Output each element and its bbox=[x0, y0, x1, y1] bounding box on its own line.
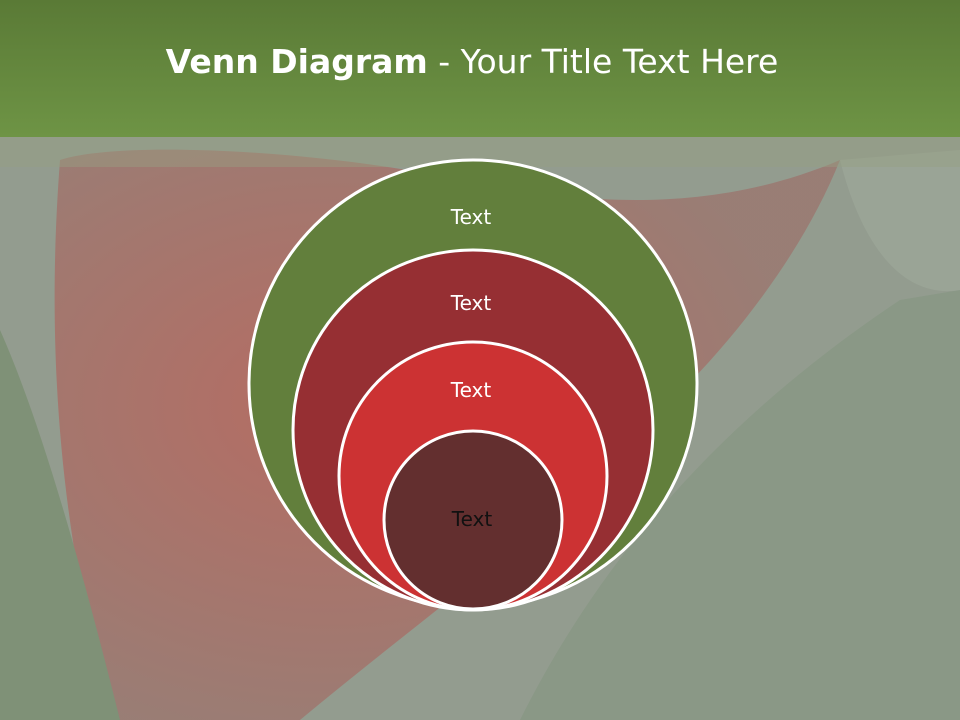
circle-3-label: Text bbox=[450, 378, 492, 402]
circle-4: Text bbox=[382, 429, 564, 611]
slide-title-bold: Venn Diagram bbox=[165, 42, 428, 81]
circle-4-label: Text bbox=[451, 507, 493, 531]
slide-title-rest: - Your Title Text Here bbox=[427, 42, 779, 81]
circle-1-label: Text bbox=[450, 205, 492, 229]
title-bar bbox=[0, 0, 960, 137]
slide-title: Venn Diagram - Your Title Text Here bbox=[0, 40, 944, 84]
circle-4-shape bbox=[382, 429, 564, 611]
circle-2-label: Text bbox=[450, 291, 492, 315]
